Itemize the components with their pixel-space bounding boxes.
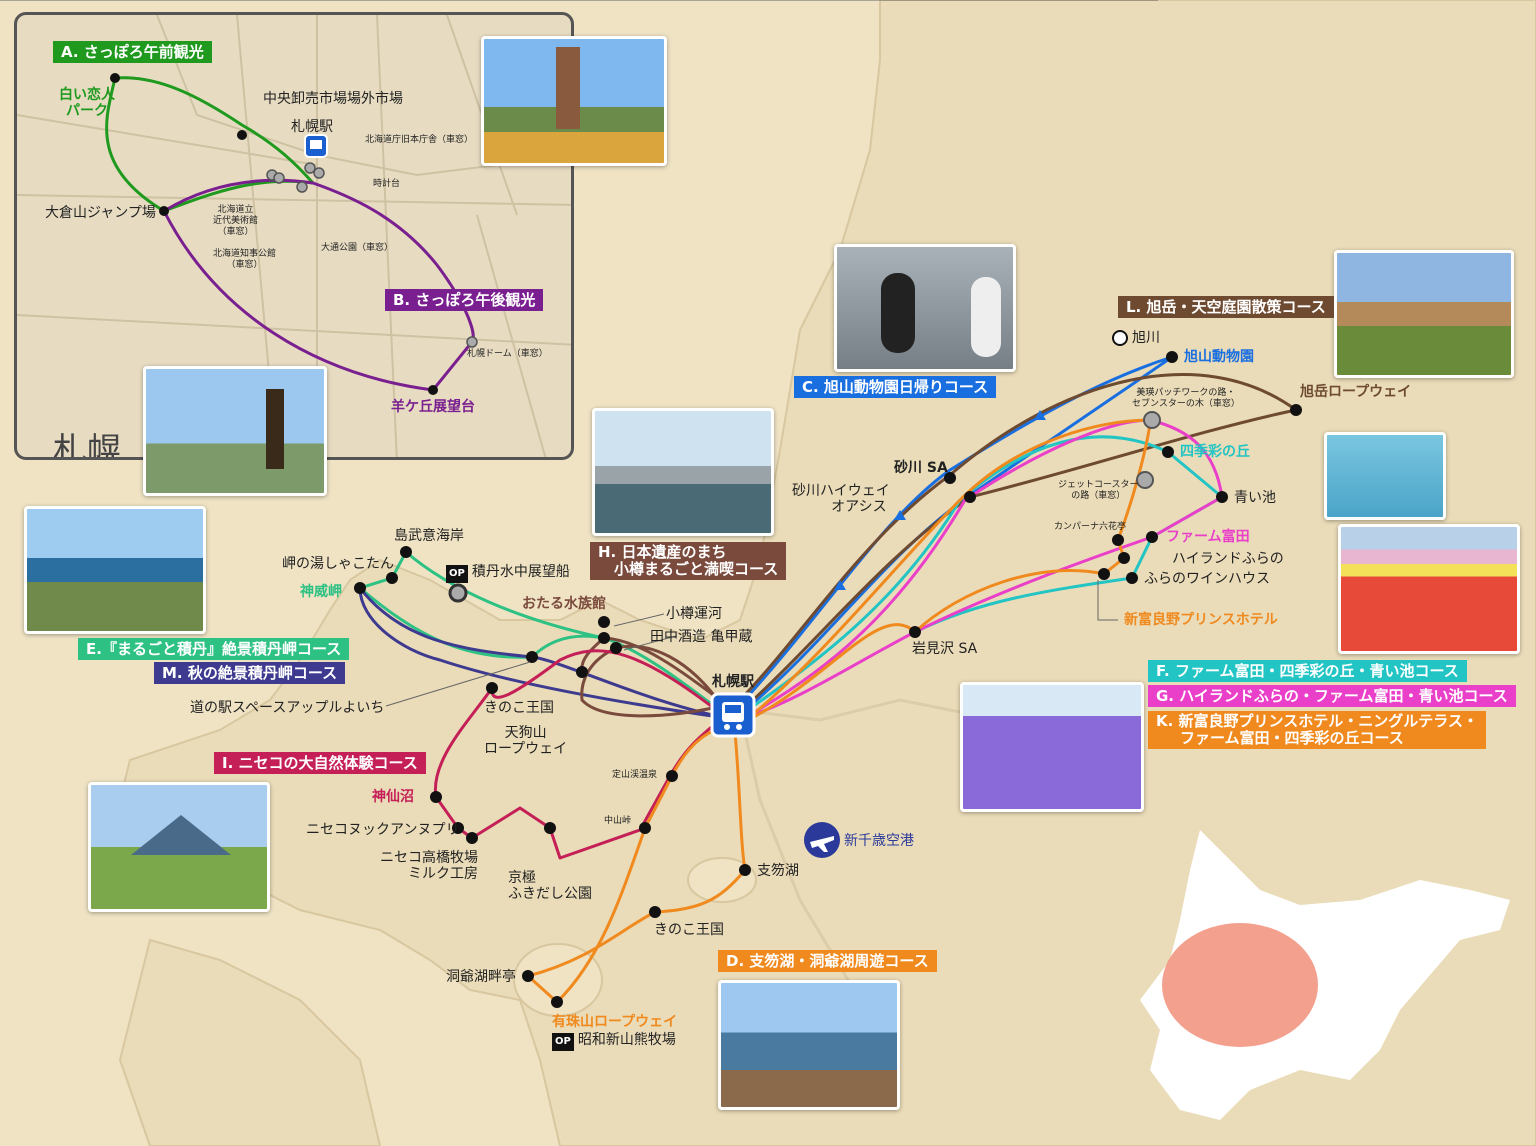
label-chijikoukan: 北海道知事公館（車窓） <box>213 249 277 270</box>
label-tenguyama: 天狗山ロープウェイ <box>484 725 568 757</box>
label-yoichi: 道の駅スペースアップルよいち <box>190 700 385 716</box>
label-tokeidai: 時計台 <box>373 179 401 189</box>
label-odori: 大通公園（車窓） <box>321 243 394 253</box>
label-new-chitose: 新千歳空港 <box>844 833 914 849</box>
course-badge-d[interactable]: D. 支笏湖・洞爺湖周遊コース <box>718 950 937 972</box>
label-niseko-nukkuanupuri: ニセコヌックアンヌプリ <box>306 822 460 838</box>
hokkaido-silhouette <box>1140 830 1510 1120</box>
photo-lake-toya-view <box>718 980 900 1110</box>
label-usuzan: 有珠山ロープウェイ <box>552 1014 678 1030</box>
label-kyogoku: 京極ふきだし公園 <box>508 870 592 902</box>
label-farm-tomita: ファーム富田 <box>1166 529 1250 545</box>
land-peninsula <box>118 938 382 1146</box>
photo-shakotan <box>24 506 206 634</box>
label-sunagawa-sa: 砂川 SA <box>894 460 948 476</box>
course-badge-e[interactable]: E.『まるごと積丹』絶景積丹岬コース <box>78 638 350 660</box>
label-biei-patchwork: 美瑛パッチワークの路・セブンスターの木（車窓） <box>1132 388 1240 409</box>
photo-lavender <box>960 682 1144 812</box>
airplane-icon <box>804 822 840 858</box>
label-jozankei: 定山渓温泉 <box>612 770 658 780</box>
label-tanaka-sake: 田中酒造 亀甲蔵 <box>650 629 753 645</box>
course-badge-i[interactable]: I. ニセコの大自然体験コース <box>214 752 426 774</box>
lake-shikotsu <box>687 857 757 903</box>
photo-mt-yotei <box>88 782 270 912</box>
label-asahiyama-zoo: 旭山動物園 <box>1184 349 1254 365</box>
inset-station-icon <box>304 134 328 158</box>
course-badge-k[interactable]: K. 新富良野プリンスホテル・ニングルテラス・ファーム富田・四季彩の丘コース <box>1148 711 1486 749</box>
lake-toya <box>513 943 603 1017</box>
course-badge-h[interactable]: H. 日本遺産のまち小樽まるごと満喫コース <box>590 542 787 580</box>
label-shiroi-koibito: 白い恋人パーク <box>59 87 115 119</box>
label-iwamizawa: 岩見沢 SA <box>912 641 978 657</box>
label-nakayamatoge: 中山峠 <box>604 816 632 826</box>
label-sapporo-eki-inset: 札幌駅 <box>291 119 333 135</box>
label-okurayama: 大倉山ジャンプ場 <box>45 205 156 221</box>
label-asahidake: 旭岳ロープウェイ <box>1300 384 1412 400</box>
course-badge-b[interactable]: B. さっぽろ午後観光 <box>385 289 544 311</box>
inset-title: 札幌 <box>53 431 121 460</box>
course-badge-f[interactable]: F. ファーム富田・四季彩の丘・青い池コース <box>1148 660 1467 682</box>
label-shimamui: 島武意海岸 <box>394 528 464 544</box>
label-misaki-no-yu: 岬の湯しゃこたん <box>282 556 394 572</box>
label-shin-furano-prince: 新富良野プリンスホテル <box>1124 612 1278 628</box>
label-shikisai: 四季彩の丘 <box>1180 444 1250 460</box>
label-toyako: 洞爺湖畔亭 <box>446 969 516 985</box>
photo-penguins <box>834 244 1016 372</box>
label-niseko-takahashi: ニセコ高橋牧場ミルク工房 <box>380 850 478 882</box>
op-badge: OP <box>552 1033 574 1051</box>
photo-flower-fields <box>1338 524 1520 654</box>
label-shikotsuko: 支笏湖 <box>757 863 799 879</box>
course-badge-c[interactable]: C. 旭山動物園日帰りコース <box>794 376 997 398</box>
label-dochou: 北海道庁旧本庁舎（車窓） <box>365 135 474 145</box>
label-asahikawa: 旭川 <box>1132 330 1160 346</box>
photo-clock-tower <box>481 36 667 166</box>
label-sapporo-dome: 札幌ドーム（車窓） <box>467 349 548 359</box>
label-kamui: 神威岬 <box>300 584 342 600</box>
label-sunagawa-oasis: 砂川ハイウェイオアシス <box>792 483 890 515</box>
photo-asahidake <box>1334 250 1514 378</box>
photo-blue-pond <box>1324 432 1446 520</box>
sapporo-station-icon <box>710 692 756 738</box>
label-kindai: 北海道立近代美術館（車窓） <box>213 205 259 237</box>
label-wine-house: ふらのワインハウス <box>1144 571 1270 587</box>
label-kinoko-shikotsu: きのこ王国 <box>654 922 724 938</box>
hokkaido-highlight <box>1162 923 1318 1047</box>
course-badge-a[interactable]: A. さっぽろ午前観光 <box>53 41 212 63</box>
label-campana: カンパーナ六花亭 <box>1054 522 1127 532</box>
label-kinoko-otaru: きのこ王国 <box>484 700 554 716</box>
label-sapporo-eki: 札幌駅 <box>712 674 754 690</box>
label-aoiike: 青い池 <box>1234 490 1276 506</box>
label-otaru-aquarium: おたる水族館 <box>522 596 606 612</box>
course-badge-l[interactable]: L. 旭岳・天空庭園散策コース <box>1118 296 1334 318</box>
label-chuo-oroshiuri: 中央卸売市場場外市場 <box>263 91 403 107</box>
label-otaru-canal: 小樽運河 <box>666 606 722 622</box>
label-jetcoaster: ジェットコースターの路（車窓） <box>1058 480 1139 501</box>
photo-clark-statue <box>143 366 327 496</box>
course-badge-m[interactable]: M. 秋の絶景積丹岬コース <box>154 662 346 684</box>
op-badge: OP <box>446 565 468 583</box>
label-hitsujigaoka: 羊ケ丘展望台 <box>391 399 475 415</box>
course-badge-g[interactable]: G. ハイランドふらの・ファーム富田・青い池コース <box>1148 685 1516 707</box>
label-shinsennuma: 神仙沼 <box>372 789 414 805</box>
label-highland: ハイランドふらの <box>1172 551 1284 567</box>
photo-otaru-canal <box>592 408 774 536</box>
